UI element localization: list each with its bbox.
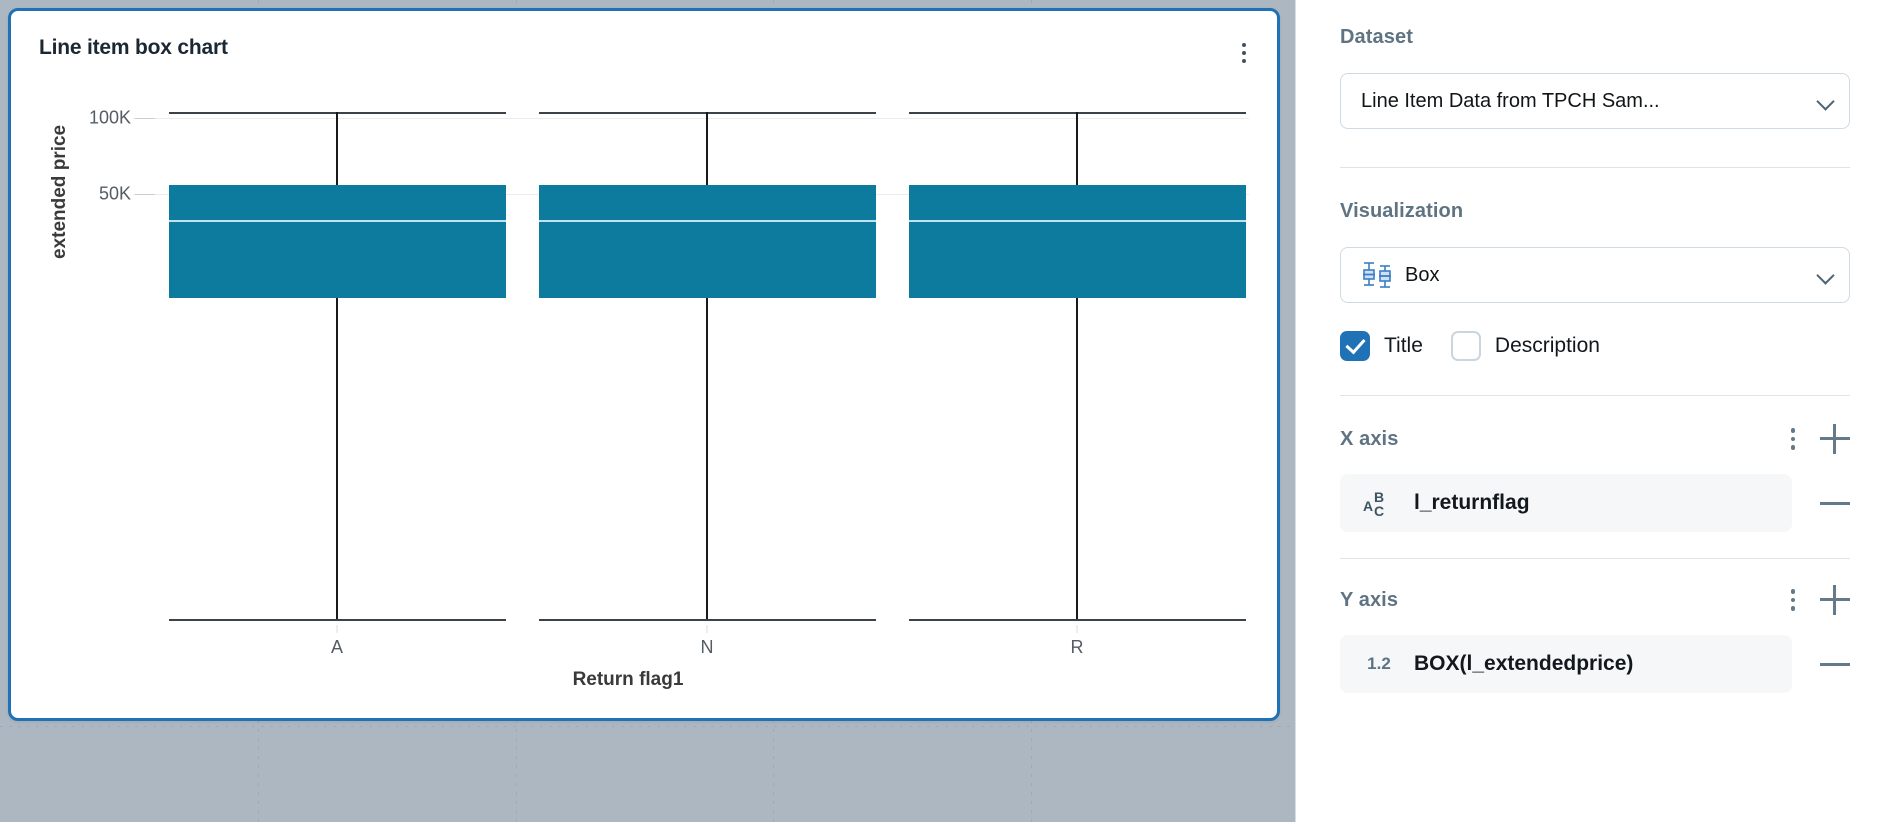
display-toggles: Title Description xyxy=(1340,331,1850,361)
title-checkbox[interactable] xyxy=(1340,331,1370,361)
x-tick-label: A xyxy=(330,637,344,657)
y-axis-kebab-menu-icon[interactable] xyxy=(1780,585,1806,615)
section-divider xyxy=(1340,558,1850,559)
x-tick-label: N xyxy=(700,637,714,657)
median-line xyxy=(169,220,506,222)
dataset-label: Dataset xyxy=(1340,26,1413,48)
y-axis-field-row: 1.2 BOX(l_extendedprice) xyxy=(1340,635,1850,693)
title-checkbox-label: Title xyxy=(1384,334,1423,357)
visualization-select[interactable]: Box xyxy=(1340,247,1850,303)
chevron-down-icon xyxy=(1817,92,1835,110)
box-plot-icon xyxy=(1361,260,1395,290)
section-divider xyxy=(1340,395,1850,396)
y-axis-add-plus-icon[interactable] xyxy=(1820,585,1850,615)
median-line xyxy=(539,220,876,222)
x-axis-add-plus-icon[interactable] xyxy=(1820,424,1850,454)
y-tick-label: 100K xyxy=(88,107,131,128)
y-tick-dash xyxy=(135,118,155,119)
y-axis-field-name: BOX(l_extendedprice) xyxy=(1414,652,1634,675)
visualization-label: Visualization xyxy=(1340,200,1464,222)
description-checkbox-label: Description xyxy=(1494,334,1600,357)
config-sidebar: Dataset Line Item Data from TPCH Sam... … xyxy=(1296,0,1894,822)
chevron-down-icon xyxy=(1817,266,1835,284)
dashboard-canvas[interactable]: Line item box chart extended price 100K … xyxy=(0,0,1295,822)
description-checkbox[interactable] xyxy=(1450,331,1481,361)
grid-guide-row xyxy=(0,726,1295,727)
x-axis-label: X axis xyxy=(1340,427,1399,450)
x-tick-mark xyxy=(336,625,338,633)
y-tick-dash xyxy=(135,194,155,195)
box-plot: extended price 100K 50K xyxy=(11,11,1277,718)
chart-kebab-menu-icon[interactable] xyxy=(1233,39,1255,67)
chart-widget[interactable]: Line item box chart extended price 100K … xyxy=(8,8,1280,721)
x-tick-label: R xyxy=(1070,637,1084,657)
box-iqr xyxy=(539,185,876,298)
whisker-upper xyxy=(336,112,338,195)
y-axis-label: Y axis xyxy=(1340,588,1399,611)
y-axis-field-pill[interactable]: 1.2 BOX(l_extendedprice) xyxy=(1340,635,1792,693)
dataset-select[interactable]: Line Item Data from TPCH Sam... xyxy=(1340,73,1850,129)
whisker-cap-lower xyxy=(539,619,876,621)
x-tick-mark xyxy=(706,625,708,633)
y-tick-label: 50K xyxy=(98,183,131,204)
gridline-100k xyxy=(133,118,1249,119)
visualization-select-value: Box xyxy=(1405,263,1440,286)
section-divider xyxy=(1340,167,1850,168)
y-axis-title: extended price xyxy=(49,124,70,259)
x-axis-title: Return flag1 xyxy=(572,669,684,690)
x-axis-field-name: l_returnflag xyxy=(1414,491,1530,514)
x-axis-header: X axis xyxy=(1340,424,1850,454)
whisker-upper xyxy=(706,112,708,195)
x-axis-remove-minus-icon[interactable] xyxy=(1820,501,1850,505)
whisker-lower xyxy=(706,298,708,620)
y-axis-remove-minus-icon[interactable] xyxy=(1820,662,1850,666)
chart-title: Line item box chart xyxy=(39,36,228,59)
whisker-upper xyxy=(1076,112,1078,195)
panel-divider xyxy=(1295,0,1296,822)
whisker-cap-lower xyxy=(169,619,506,621)
dataset-select-value: Line Item Data from TPCH Sam... xyxy=(1361,89,1660,112)
y-axis-header: Y axis xyxy=(1340,585,1850,615)
box-iqr xyxy=(909,185,1246,298)
number-type-icon: 1.2 xyxy=(1367,654,1391,673)
whisker-cap-lower xyxy=(909,619,1246,621)
whisker-lower xyxy=(1076,298,1078,620)
median-line xyxy=(909,220,1246,222)
x-axis-kebab-menu-icon[interactable] xyxy=(1780,424,1806,454)
x-tick-mark xyxy=(1076,625,1078,633)
whisker-lower xyxy=(336,298,338,620)
box-iqr xyxy=(169,185,506,298)
